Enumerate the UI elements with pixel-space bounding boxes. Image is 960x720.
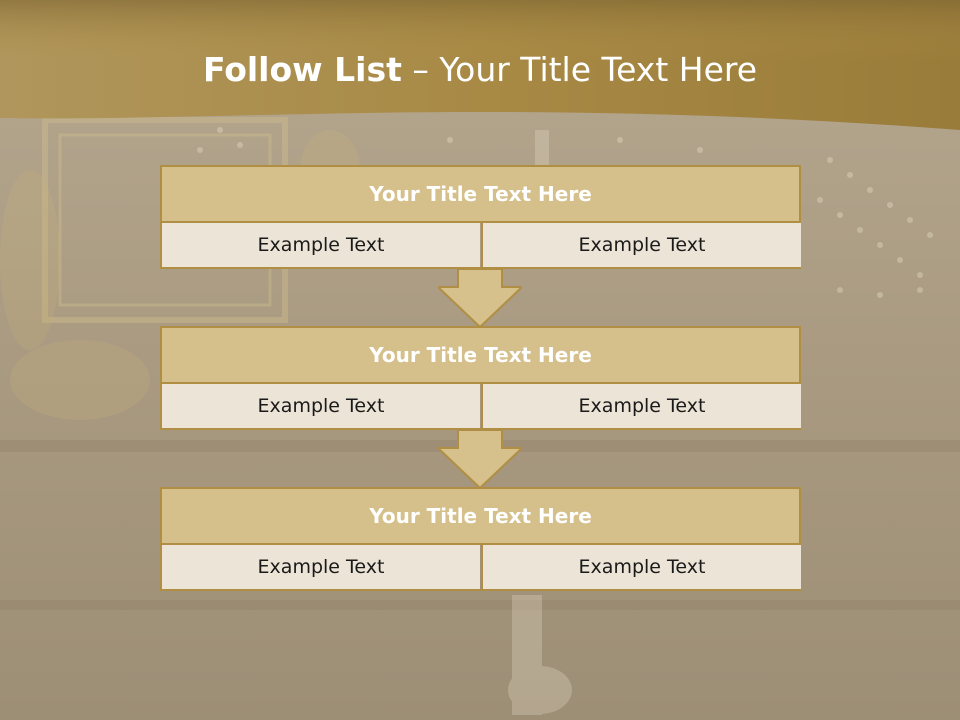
step-left-text-1: Example Text [162,223,480,267]
step-left-text-2: Example Text [162,384,480,428]
step-box-2: Your Title Text Here Example Text Exampl… [160,326,801,430]
slide-title: Follow List – Your Title Text Here [0,50,960,89]
step-box-1: Your Title Text Here Example Text Exampl… [160,165,801,269]
slide-title-rest: – Your Title Text Here [401,50,758,89]
down-arrow-icon [438,269,522,329]
step-title-1: Your Title Text Here [162,167,799,223]
slide-title-bold: Follow List [202,50,402,89]
step-left-text-3: Example Text [162,545,480,589]
step-box-3: Your Title Text Here Example Text Exampl… [160,487,801,591]
step-title-2: Your Title Text Here [162,328,799,384]
step-right-text-1: Example Text [481,223,801,267]
step-title-3: Your Title Text Here [162,489,799,545]
down-arrow-icon [438,430,522,490]
step-right-text-3: Example Text [481,545,801,589]
step-right-text-2: Example Text [481,384,801,428]
